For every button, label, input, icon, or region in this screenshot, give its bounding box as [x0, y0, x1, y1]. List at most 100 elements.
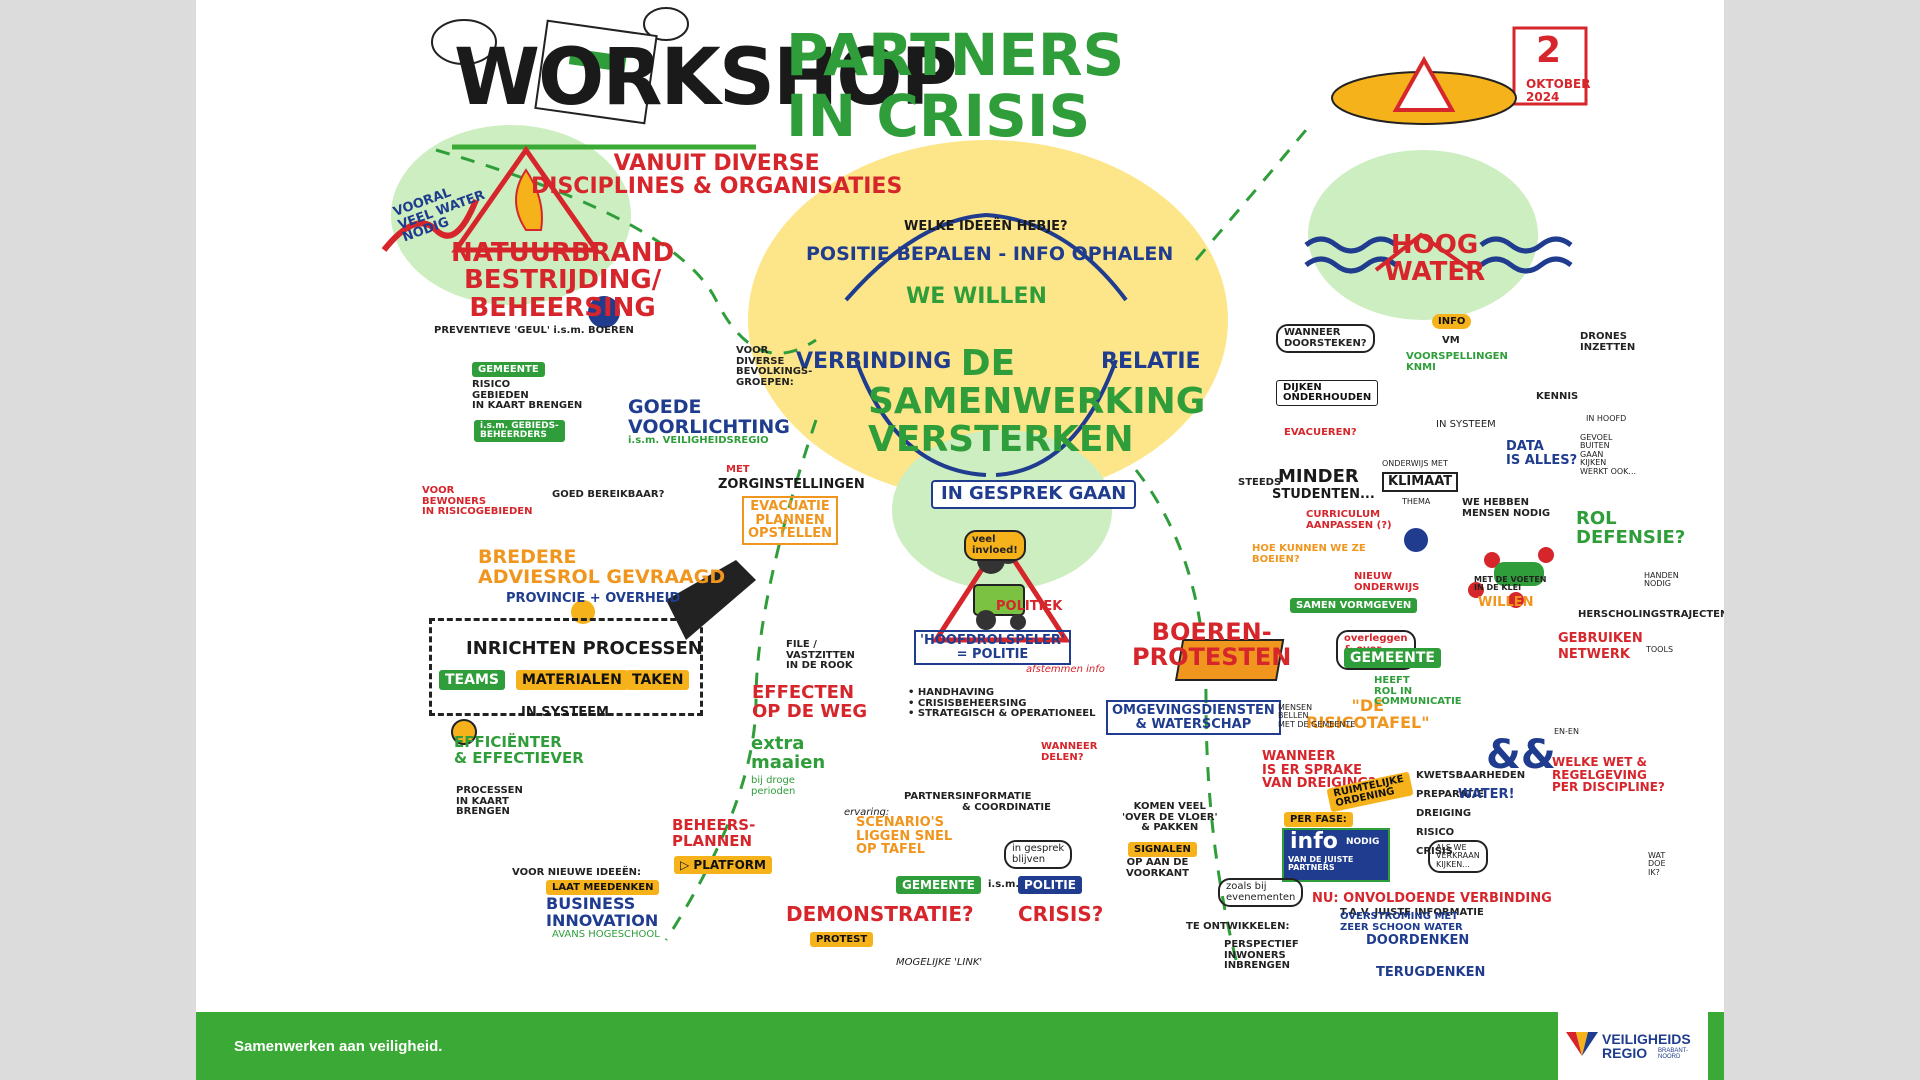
mensen-nodig: WE HEBBEN MENSEN NODIG	[1462, 497, 1551, 519]
vr-badge: VEILIGHEIDS REGIO	[1504, 685, 1554, 701]
thema: THEMA	[1402, 497, 1431, 506]
taken-tag: TAKEN	[626, 670, 690, 690]
herscholing: HERSCHOLINGSTRAJECTEN	[1578, 609, 1724, 620]
in-gesprek-blijven: in gesprek blijven	[1004, 840, 1073, 869]
footer-slogan: Samenwerken aan veiligheid.	[234, 1038, 443, 1055]
vm-label: VM	[1442, 335, 1460, 346]
beheerders-tag: i.s.m. GEBIEDS- BEHEERDERS	[474, 420, 565, 442]
info-sign-icon	[588, 296, 620, 328]
wat-doe-ik: WAT DOE IK?	[1648, 851, 1666, 877]
in-gesprek-gaan: IN GESPREK GAAN	[931, 480, 1137, 509]
materialen-tag: MATERIALEN	[516, 670, 628, 690]
logo-brand-sub: BRABANT- NOORD	[1658, 1048, 1689, 1060]
roof-icon	[1374, 232, 1473, 272]
zorg-met: MET	[726, 464, 750, 475]
politiek: POLITIEK	[996, 599, 1063, 614]
cycle-arrow-top	[844, 212, 1128, 302]
hoogwater-title: HOOG WATER	[1384, 230, 1486, 288]
komen-veel: KOMEN VEEL 'OVER DE VLOER' & PAKKEN	[1122, 801, 1218, 833]
logo-mark-icon	[1566, 1032, 1598, 1056]
tractor-icon	[973, 584, 1025, 616]
kraan-bubble: ALS WE VERKRAAN KIJKEN...	[1428, 840, 1488, 874]
ervaring: ervaring:	[844, 807, 890, 818]
adviesrol-sub: PROVINCIE + OVERHEID	[506, 591, 681, 606]
natuurbrand-title: NATUURBRAND BESTRIJDING/ BEHEERSING	[451, 238, 675, 323]
natuurbrand-glow	[391, 125, 631, 305]
separator-left-top	[435, 148, 817, 355]
steeds: STEEDS	[1238, 477, 1282, 488]
klimaat: KLIMAAT	[1382, 472, 1459, 492]
cycle-arrow-left	[854, 359, 987, 477]
risico-gebieden: RISICO GEBIEDEN IN KAART BRENGEN	[472, 379, 583, 411]
preventief: PREVENTIEVE 'GEUL' i.s.m. BOEREN	[434, 325, 634, 336]
samen-vormgeven-tag: SAMEN VORMGEVEN	[1290, 598, 1418, 613]
informatie-coordinatie: INFORMATIE & COORDINATIE	[962, 791, 1051, 813]
info-nodig-box	[1282, 828, 1390, 882]
water-exclaim: WATER!	[1458, 787, 1515, 802]
drones: DRONES INZETTEN	[1580, 331, 1636, 353]
gemeente-tag-right: GEMEENTE	[1344, 648, 1441, 668]
hose-icon	[381, 198, 479, 252]
cycle-arrow-right	[995, 359, 1118, 477]
gebruiken: GEBRUIKEN	[1558, 631, 1643, 646]
inrichten-processen: INRICHTEN PROCESSEN	[466, 638, 703, 659]
extra-maaien: extra maaien	[751, 733, 826, 773]
overstroming: OVERSTROMING MET ZEER SCHOON WATER	[1340, 911, 1463, 933]
zorginstellingen: ZORGINSTELLINGEN	[718, 477, 865, 492]
te-ontwikkelen: TE ONTWIKKELEN:	[1186, 921, 1290, 932]
speech-bubble-icon	[431, 19, 497, 65]
demonstratie: DEMONSTRATIE?	[786, 902, 974, 926]
perspectief: PERSPECTIEF INWONERS INBRENGEN	[1224, 939, 1299, 971]
dijken-tag: DIJKEN ONDERHOUDEN	[1276, 380, 1379, 406]
gemeente-tag-center: GEMEENTE	[896, 876, 981, 894]
crisis-question: CRISIS?	[1018, 902, 1104, 926]
innovation-pre: VOOR NIEUWE IDEEËN:	[512, 867, 642, 878]
veel-invloed-bubble: veel invloed!	[964, 530, 1026, 561]
goede-voorlichting: GOEDE VOORLICHTING	[628, 396, 790, 438]
illustration-poster: WORKSHOP PARTNERS IN CRISIS VANUIT DIVER…	[196, 0, 1724, 1080]
partners: PARTNERS	[904, 791, 963, 802]
info-nodig-label: NODIG	[1346, 837, 1380, 847]
avans: AVANS HOGESCHOOL	[552, 929, 660, 940]
adviesrol-title: BREDERE ADVIESROL GEVRAAGD	[478, 546, 726, 588]
meedenken-tag: LAAT MEEDENKEN	[546, 880, 660, 895]
poster-drawings	[381, 7, 1588, 961]
boerenprotesten-title: BOEREN- PROTESTEN	[1132, 618, 1292, 672]
info-label: info	[1290, 829, 1338, 854]
teams-tag: TEAMS	[439, 670, 505, 690]
evacueren: EVACUEREN?	[1284, 427, 1357, 438]
voeten-klei: MET DE VOETEN IN DE KLEI	[1474, 575, 1547, 593]
en-en-small: EN-EN	[1554, 727, 1579, 736]
evacuatie-plannen: EVACUATIE PLANNEN OPSTELLEN	[742, 496, 839, 545]
politie-list: • HANDHAVING • CRISISBEHEERSING • STRATE…	[908, 687, 1096, 719]
per-fase-tag: PER FASE:	[1284, 812, 1353, 827]
onvoldoende-verbinding: NU: ONVOLDOENDE VERBINDING	[1312, 891, 1552, 906]
netwerk: NETWERK	[1558, 647, 1630, 662]
wave-icon	[1304, 236, 1398, 254]
team-warning-icon	[1392, 55, 1456, 112]
minder: MINDER	[1278, 466, 1359, 487]
nieuw-onderwijs: NIEUW ONDERWIJS	[1354, 571, 1420, 593]
info-bubble: INFO	[1432, 314, 1472, 329]
tagline: VANUIT DIVERSE DISCIPLINES & ORGANISATIE…	[531, 151, 903, 200]
verbinding: VERBINDING	[796, 349, 952, 374]
lightbulb-icon	[451, 719, 477, 745]
heeft-rol: HEEFT ROL IN COMMUNICATIE	[1374, 675, 1462, 707]
boeren-glow	[892, 430, 1112, 590]
kennis: KENNIS	[1536, 391, 1579, 402]
map-icon	[534, 19, 658, 125]
onderwijs-met: ONDERWIJS MET	[1382, 459, 1448, 468]
scenarios: SCENARIO'S LIGGEN SNEL OP TAFEL	[856, 815, 953, 858]
calendar-day: 2	[1536, 30, 1562, 71]
network-icon	[1484, 552, 1500, 568]
farmer-warning-triangle	[931, 535, 1071, 643]
file-text: FILE / VASTZITTEN IN DE ROOK	[786, 639, 855, 671]
terugdenken: TERUGDENKEN	[1376, 965, 1486, 980]
zoals-evenementen: zoals bij evenementen	[1218, 878, 1304, 907]
mogelijke-link: MOGELIJKE 'LINK'	[896, 957, 983, 968]
signalen-tag: SIGNALEN	[1128, 842, 1197, 857]
boeien: HOE KUNNEN WE ZE BOEIEN?	[1252, 543, 1366, 565]
wanneer-delen: WANNEER DELEN?	[1041, 741, 1098, 763]
veiligheidsregio-logo[interactable]: VEILIGHEIDS REGIO BRABANT- NOORD	[1558, 1012, 1708, 1080]
data-is-alles: DATA IS ALLES?	[1506, 439, 1578, 468]
